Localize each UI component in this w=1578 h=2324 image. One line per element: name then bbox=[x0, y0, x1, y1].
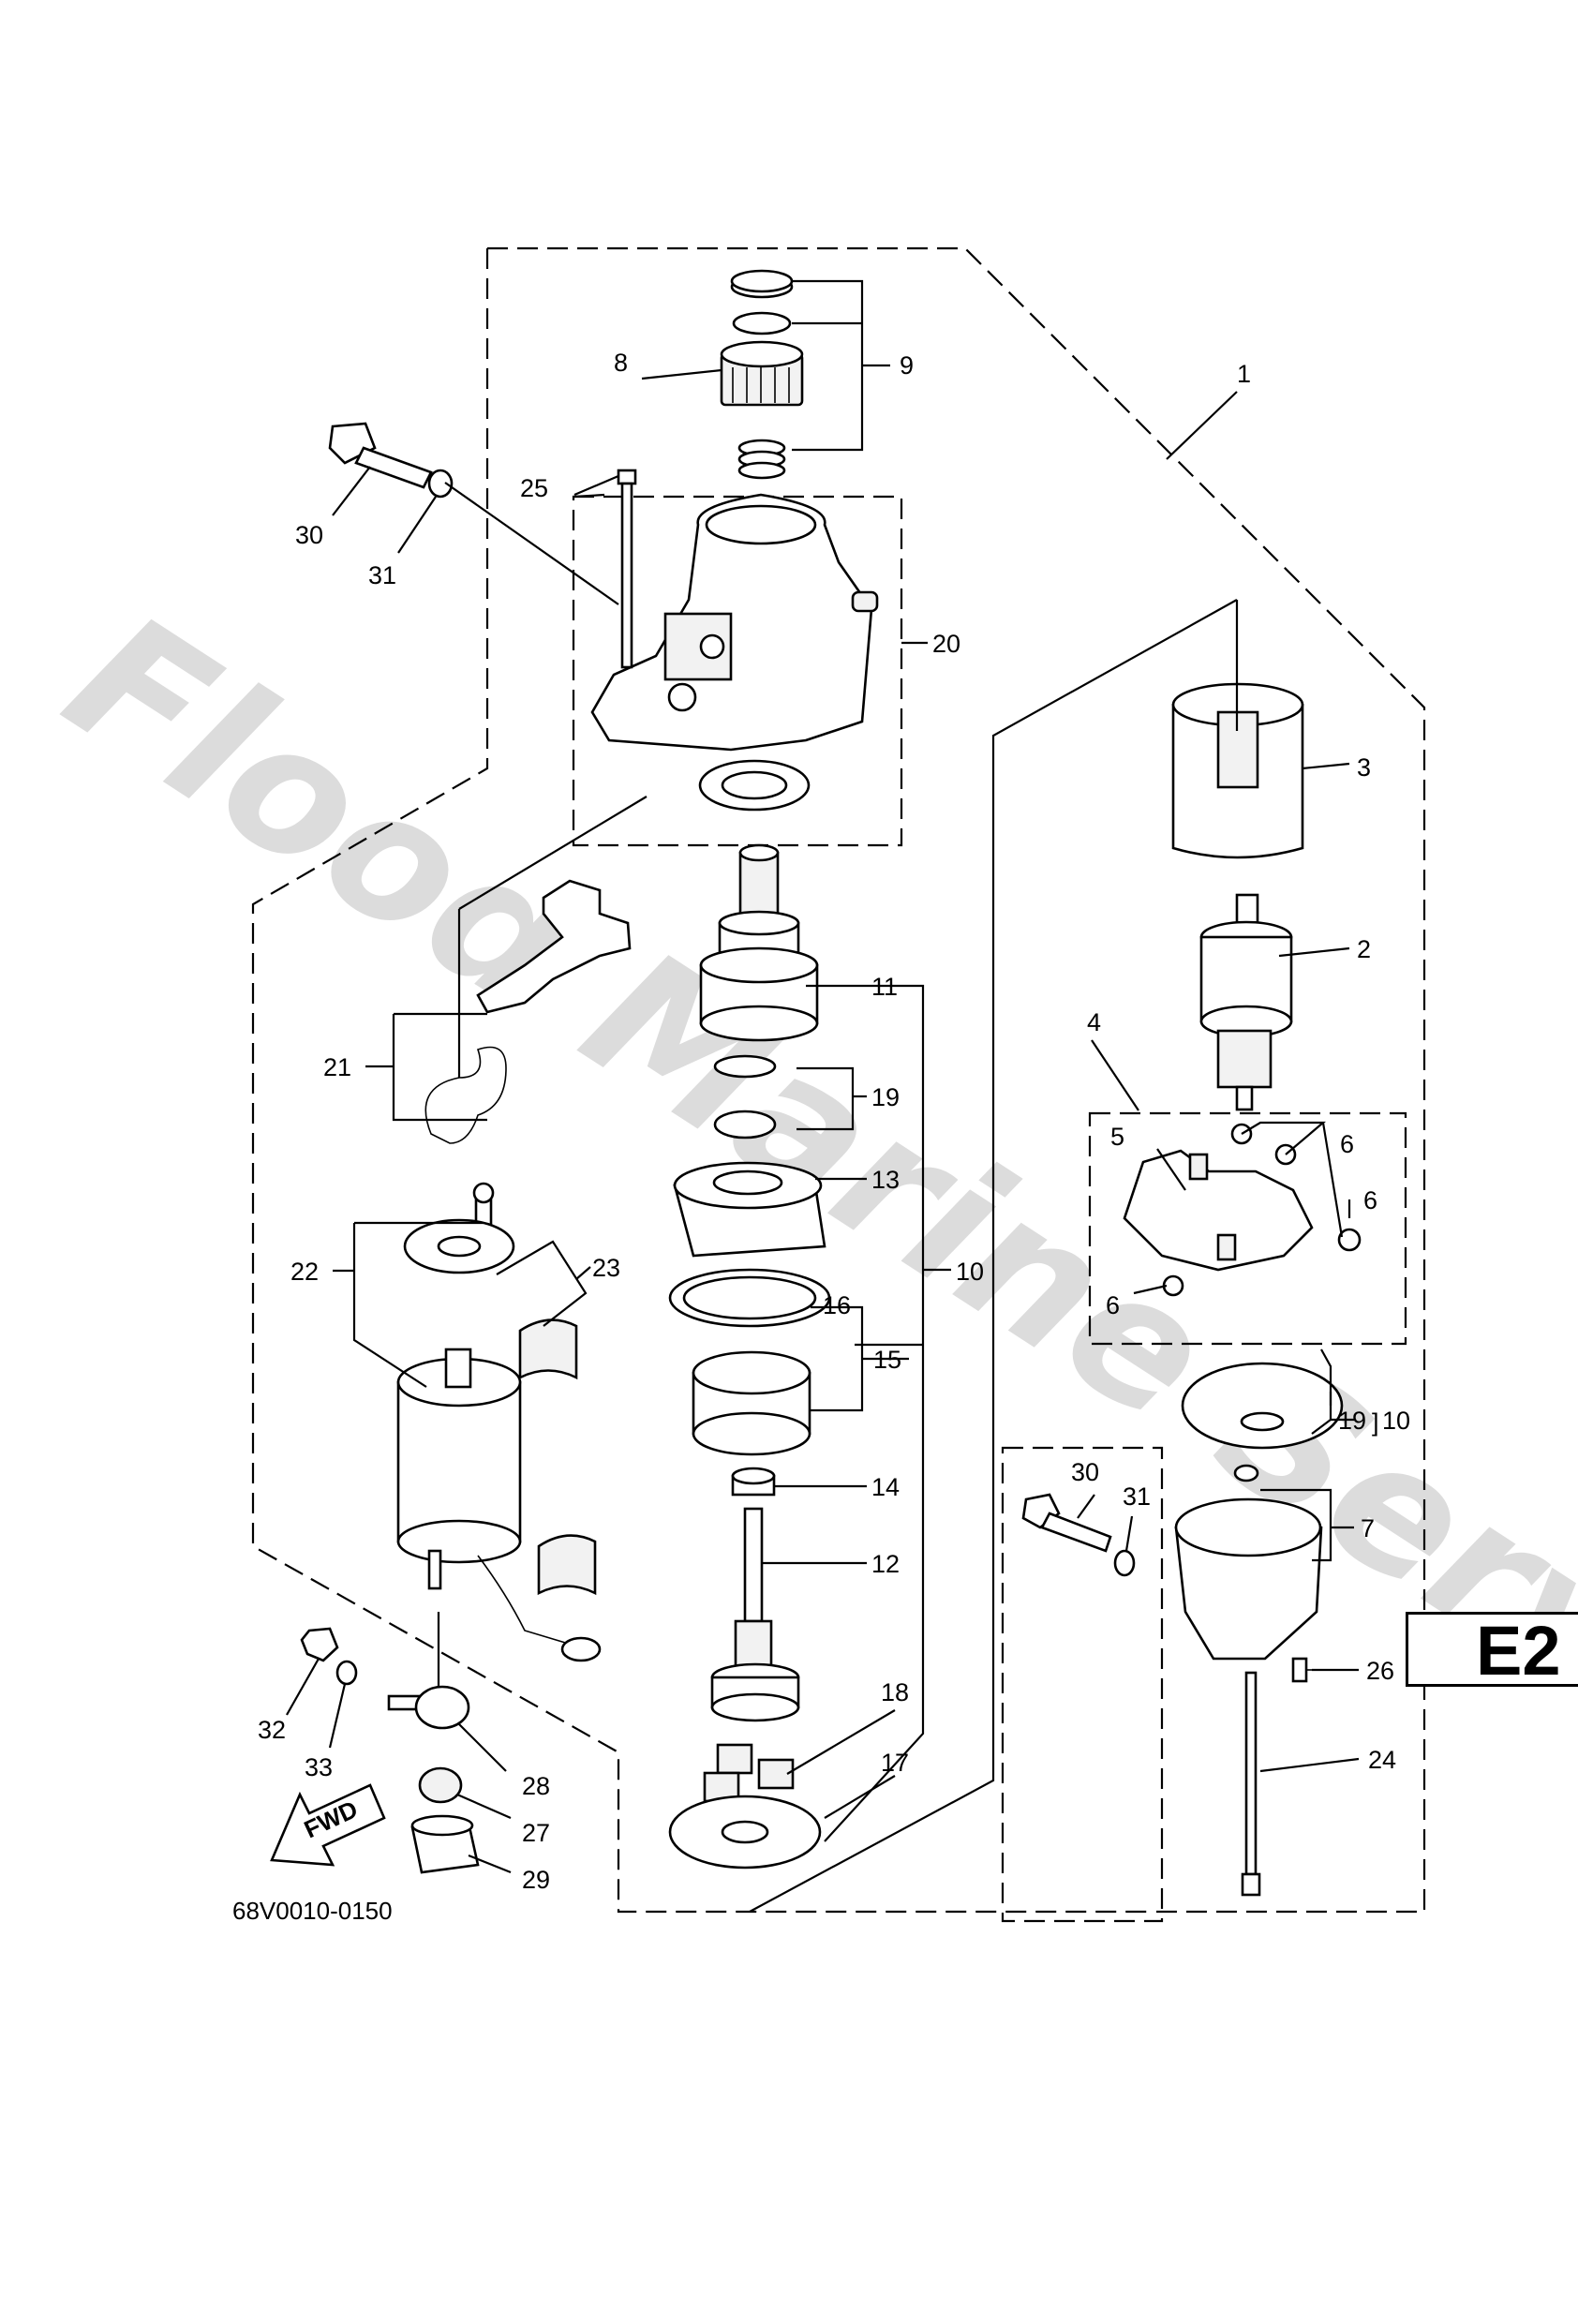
callout-5: 5 bbox=[1110, 1123, 1124, 1151]
callout-3: 3 bbox=[1357, 753, 1371, 782]
callout-1: 1 bbox=[1237, 360, 1251, 388]
part-31-washer-right bbox=[1113, 1549, 1136, 1577]
part-12-shaft bbox=[710, 1507, 800, 1722]
callout-22: 22 bbox=[290, 1258, 319, 1286]
leader-lines bbox=[286, 279, 1360, 1874]
assembly-outline-10 bbox=[749, 599, 1238, 1913]
callout-17: 17 bbox=[881, 1749, 909, 1777]
part-6-brush-c bbox=[1337, 1228, 1362, 1252]
callout-25: 25 bbox=[520, 474, 548, 502]
callout-20: 20 bbox=[932, 630, 960, 658]
callout-28: 28 bbox=[522, 1772, 550, 1800]
assembly-outline-1 bbox=[251, 246, 1426, 1914]
part-9-spring bbox=[737, 439, 786, 480]
part-33-washer bbox=[335, 1660, 358, 1686]
part-29-cap bbox=[410, 1814, 480, 1874]
page-badge: E2 bbox=[1406, 1612, 1578, 1687]
callout-6-bottom: 6 bbox=[1106, 1291, 1120, 1319]
bearing bbox=[698, 759, 811, 812]
callout-16: 16 bbox=[823, 1291, 851, 1319]
part-2-armature bbox=[1199, 893, 1293, 1111]
assembly-outline-7 bbox=[1001, 1446, 1164, 1923]
callout-4: 4 bbox=[1087, 1008, 1101, 1036]
callout-6-right: 6 bbox=[1363, 1186, 1377, 1214]
callout-2: 2 bbox=[1357, 935, 1371, 963]
part-16-ring bbox=[668, 1268, 831, 1328]
callout-7: 7 bbox=[1361, 1514, 1375, 1542]
assembly-outline-20 bbox=[572, 495, 903, 847]
callout-31-top: 31 bbox=[368, 561, 396, 589]
callout-12: 12 bbox=[871, 1550, 900, 1578]
part-21-shift-lever bbox=[424, 879, 632, 1144]
diagram-code: 68V0010-0150 bbox=[232, 1897, 393, 1925]
part-27-nut bbox=[418, 1766, 463, 1804]
part-4-brush-holder bbox=[1123, 1149, 1314, 1272]
part-13-clutch bbox=[673, 1161, 826, 1258]
fwd-arrow: FWD bbox=[270, 1783, 386, 1867]
part-20-front-bracket bbox=[590, 493, 879, 752]
callout-23: 23 bbox=[592, 1254, 620, 1282]
part-25-through-bolt bbox=[617, 469, 637, 669]
callout-19-center: 19 bbox=[871, 1083, 900, 1111]
part-19-plate-right bbox=[1181, 1362, 1344, 1450]
part-11-drive bbox=[699, 843, 819, 1042]
assembly-outline-4 bbox=[1088, 1111, 1407, 1346]
callout-8: 8 bbox=[614, 349, 628, 377]
callout-14: 14 bbox=[871, 1473, 900, 1501]
part-31-washer-top bbox=[427, 469, 454, 499]
callout-26: 26 bbox=[1366, 1657, 1394, 1685]
part-19-washer bbox=[713, 1110, 777, 1140]
part-28-terminal bbox=[387, 1685, 470, 1730]
callout-19-bracket: ] bbox=[1372, 1408, 1379, 1437]
part-32-nut bbox=[300, 1627, 339, 1662]
part-30-bolt-right bbox=[1021, 1493, 1112, 1553]
part-26-screw bbox=[1291, 1657, 1321, 1683]
part-7-end-cover bbox=[1174, 1497, 1323, 1661]
callout-10-center: 10 bbox=[956, 1258, 984, 1286]
part-7-washer bbox=[1233, 1464, 1259, 1482]
callout-30-right: 30 bbox=[1071, 1458, 1099, 1486]
callout-19-right: 19 bbox=[1338, 1407, 1366, 1435]
callout-6-top: 6 bbox=[1340, 1130, 1354, 1158]
part-9-clip bbox=[732, 311, 792, 335]
callout-15: 15 bbox=[873, 1346, 901, 1374]
callout-29: 29 bbox=[522, 1866, 550, 1894]
part-19-circlip bbox=[713, 1054, 777, 1079]
callout-13: 13 bbox=[871, 1166, 900, 1194]
part-9-ring-top bbox=[730, 269, 794, 299]
callout-9: 9 bbox=[900, 351, 914, 380]
part-8-pinion-gear bbox=[720, 340, 804, 407]
part-15-internal-gear bbox=[692, 1350, 811, 1456]
part-17-plate bbox=[668, 1795, 822, 1870]
part-18-planet-gears bbox=[703, 1743, 795, 1803]
callout-21: 21 bbox=[323, 1053, 351, 1081]
callout-27: 27 bbox=[522, 1819, 550, 1847]
callout-24: 24 bbox=[1368, 1746, 1396, 1774]
part-14-bushing bbox=[731, 1467, 776, 1497]
callout-33: 33 bbox=[305, 1753, 333, 1781]
callouts: 8 9 1 25 30 31 20 3 2 11 4 21 19 5 6 13 … bbox=[232, 349, 1410, 1925]
callout-30-top: 30 bbox=[295, 521, 323, 549]
callout-11: 11 bbox=[871, 973, 898, 1001]
callout-18: 18 bbox=[881, 1678, 909, 1706]
callout-32: 32 bbox=[258, 1716, 286, 1744]
part-24-through-bolt bbox=[1241, 1671, 1261, 1897]
callout-10-right: 10 bbox=[1382, 1407, 1410, 1435]
part-23-boot bbox=[518, 1318, 597, 1596]
page-badge-label: E2 bbox=[1476, 1612, 1561, 1690]
part-22-solenoid bbox=[396, 1182, 602, 1662]
part-30-bolt-top bbox=[328, 422, 433, 489]
callout-31-right: 31 bbox=[1123, 1482, 1151, 1511]
